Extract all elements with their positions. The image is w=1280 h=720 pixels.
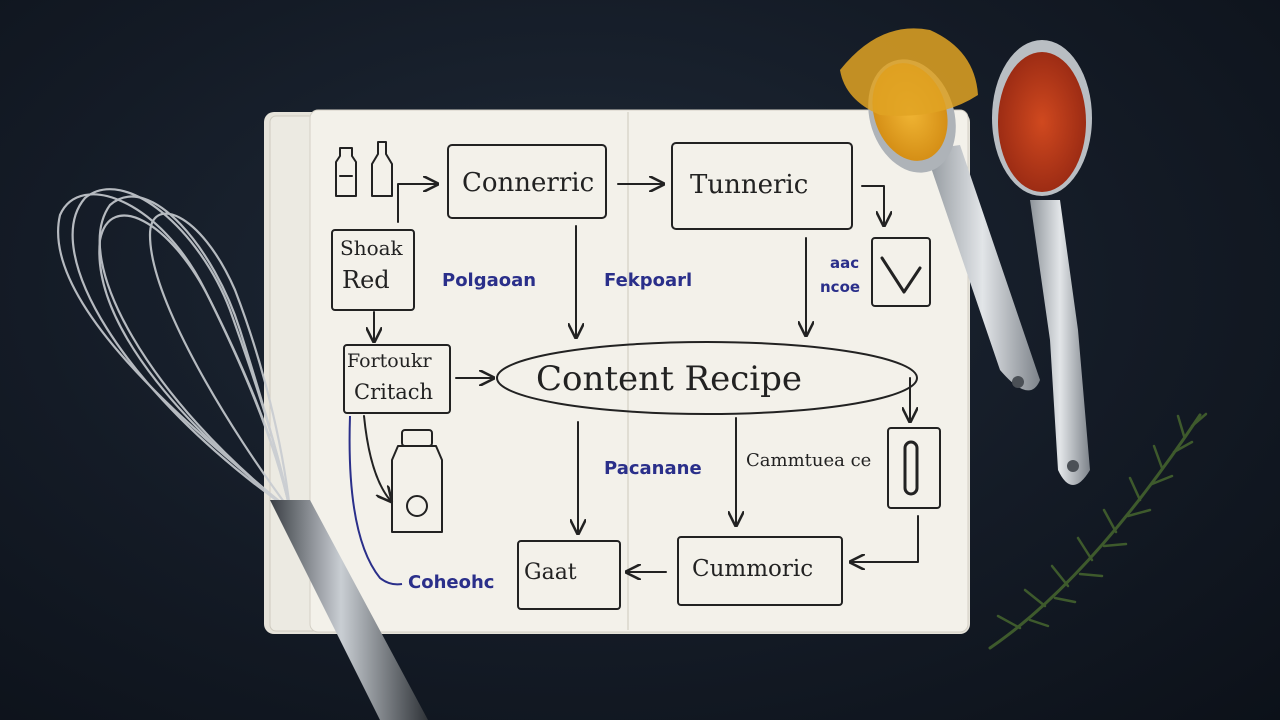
box-tunneric	[671, 142, 853, 230]
label-tunneric: Tunneric	[690, 170, 809, 200]
label-gaat: Gaat	[524, 560, 577, 585]
tube-icon	[903, 440, 919, 496]
box-connerric	[447, 144, 607, 219]
note-pacanane: Pacanane	[604, 458, 702, 479]
note-fekpoarl: Fekpoarl	[604, 270, 693, 291]
label-red: Red	[342, 266, 390, 294]
content-recipe-ellipse	[496, 341, 918, 415]
measuring-spoon-paprika	[992, 40, 1092, 485]
rosemary-sprig	[988, 412, 1208, 650]
note-ncoe: ncoe	[820, 278, 861, 296]
box-check	[871, 237, 931, 307]
box-fortoukr	[343, 344, 451, 414]
jar-icon	[391, 429, 443, 533]
box-tube	[887, 427, 941, 509]
label-connerric: Connerric	[462, 168, 595, 198]
label-cummoric: Cummoric	[692, 556, 814, 582]
notebook	[264, 109, 970, 634]
note-aac: aac	[830, 254, 860, 272]
box-shoak-red	[331, 229, 415, 311]
bottles-icon	[335, 141, 393, 197]
label-content-recipe: Content Recipe	[536, 359, 803, 399]
note-cammtuea: Cammtuea ce	[746, 450, 872, 471]
notebook-page	[309, 109, 969, 633]
check-icon	[880, 256, 922, 294]
note-polgaoan: Polgaoan	[442, 270, 537, 291]
label-critach: Critach	[354, 380, 434, 404]
measuring-spoon-turmeric	[840, 28, 1040, 391]
label-fortoukr: Fortoukr	[347, 350, 432, 372]
box-cummoric	[677, 536, 843, 606]
note-coheohc: Coheohc	[408, 572, 495, 593]
whisk	[57, 188, 428, 720]
box-gaat	[517, 540, 621, 610]
label-shoak: Shoak	[340, 236, 403, 260]
whisk-handle	[270, 500, 428, 720]
blue-connector	[348, 415, 403, 586]
flowchart-ink	[331, 141, 941, 610]
